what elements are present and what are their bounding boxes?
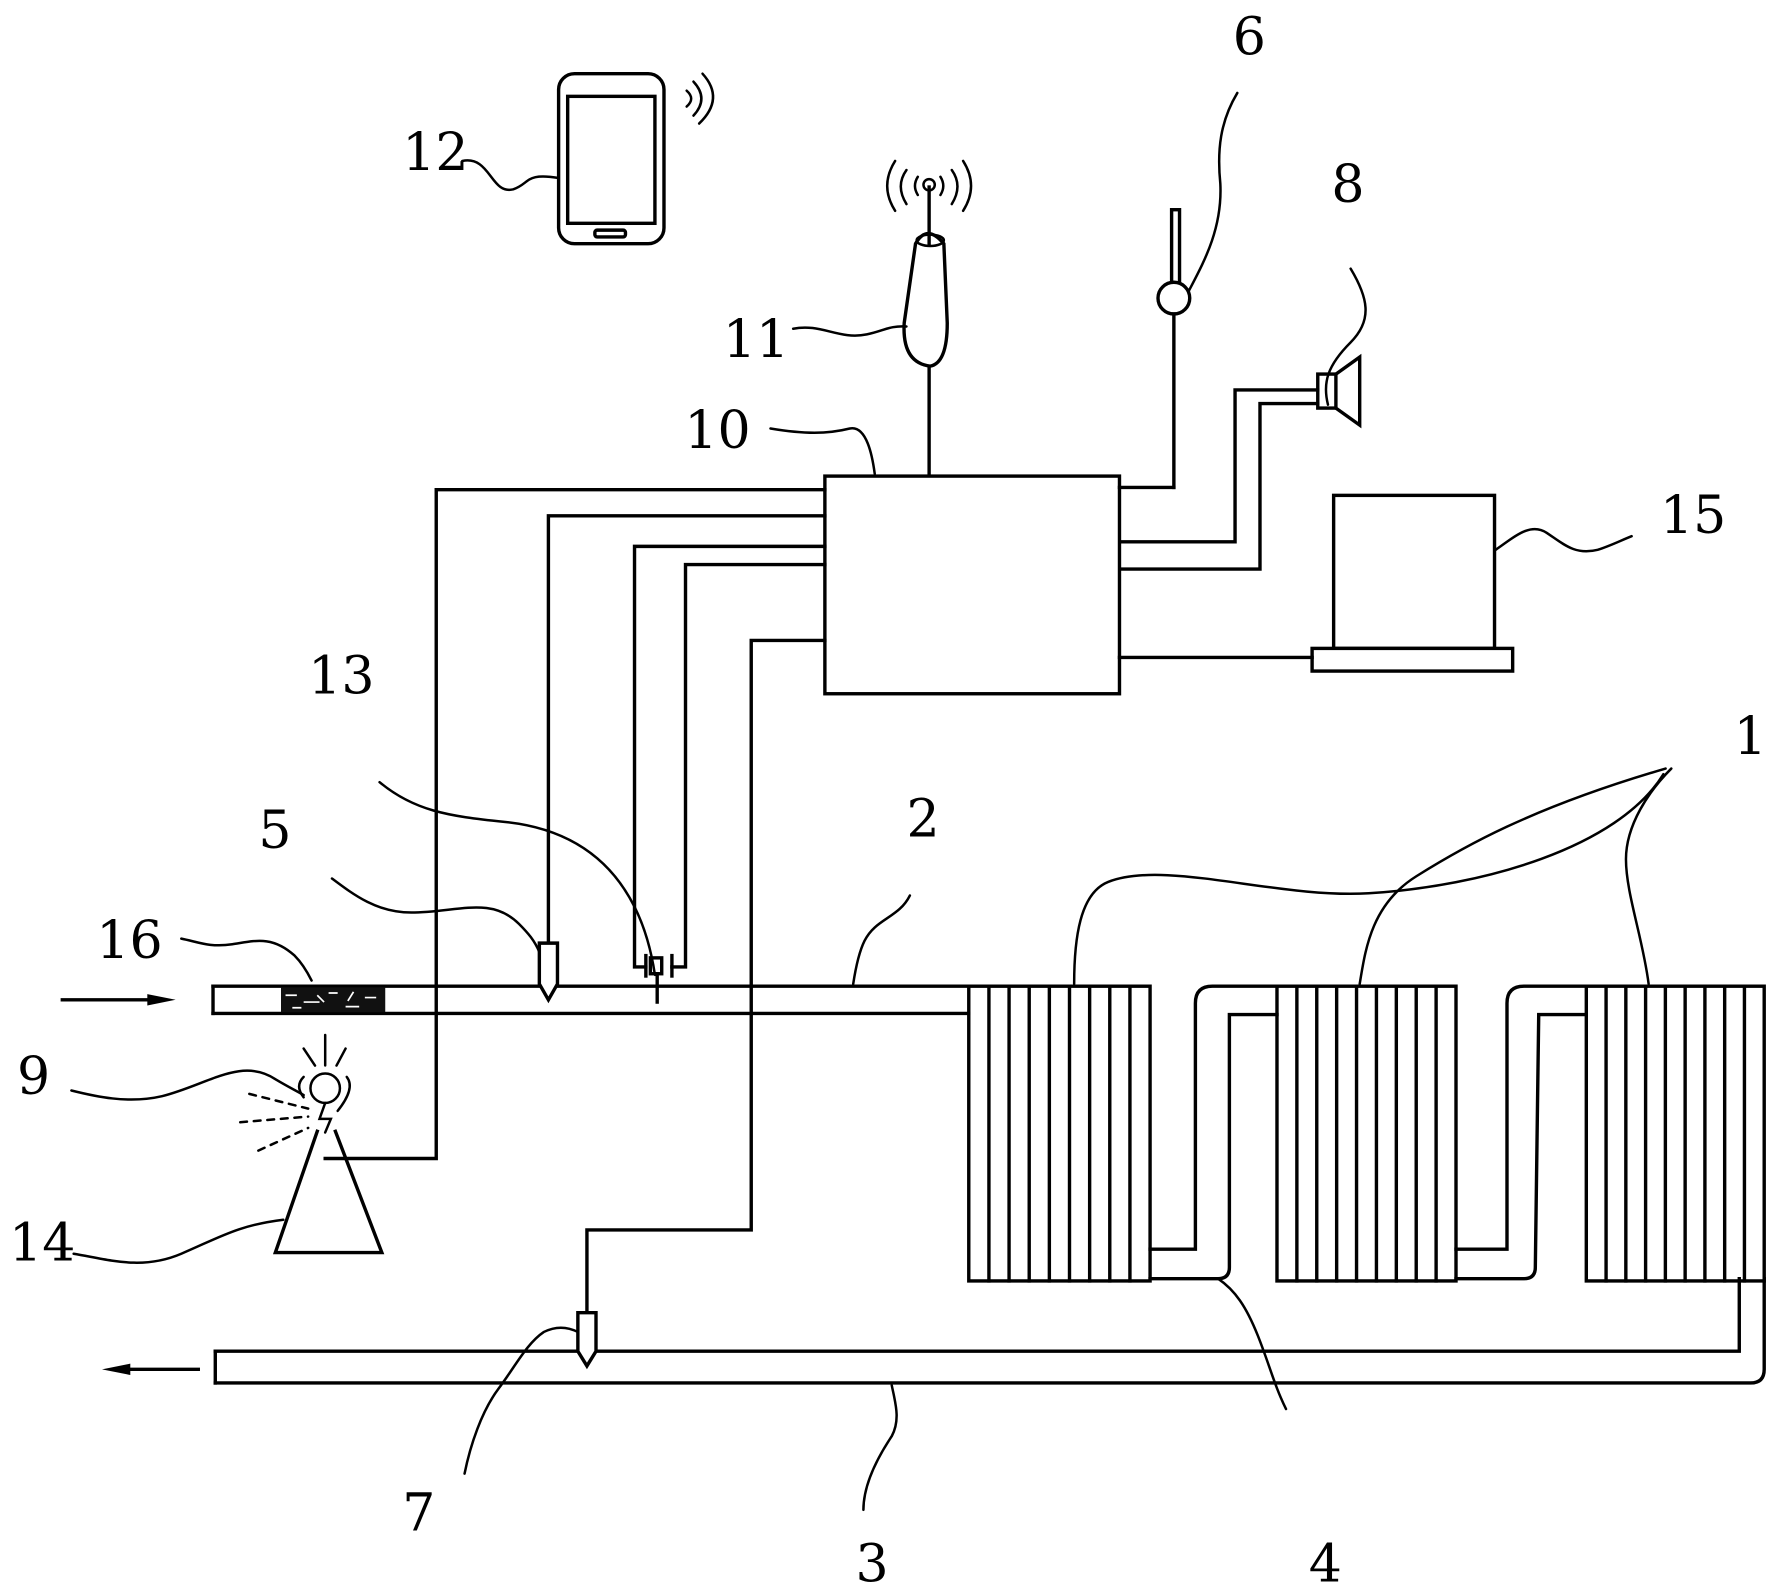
radiator-unit [1584,984,1766,1283]
outlet-sensor-icon [576,1310,598,1370]
label-13: 13 [308,647,374,707]
thermometer-icon [1156,208,1192,316]
leader-8 [1324,267,1367,406]
connecting-pipe-2a [1454,984,1589,1251]
label-7: 7 [402,1483,435,1543]
label-16: 16 [96,911,162,971]
leader-13 [378,780,657,977]
label-5: 5 [258,801,291,861]
leader-2 [851,894,912,986]
wireless-signal-icon [685,72,715,125]
mobile-phone-icon [556,71,666,246]
lamp-stand-icon [272,1129,385,1255]
speaker-icon [1316,353,1362,429]
connecting-pipe-1b [1148,1012,1279,1281]
leader-16 [180,937,313,982]
radiator-unit [1275,984,1458,1283]
radiator-unit [967,984,1152,1283]
label-6: 6 [1233,7,1266,67]
wire-to-valve-a [632,544,827,969]
leader-1b [1358,767,1667,986]
wire-to-valve-b [670,562,827,969]
wire-to-warning-light [323,488,827,1161]
warning-light-icon [238,1033,351,1152]
speaker-wire-1 [1120,388,1320,544]
label-8: 8 [1331,155,1364,215]
outlet-arrow-icon [101,1363,200,1376]
wire-to-inlet-sensor [546,514,827,945]
filter-icon [281,987,386,1013]
connecting-pipe-2b [1454,1012,1589,1281]
label-1: 1 [1734,707,1767,767]
label-9: 9 [17,1047,50,1107]
leader-6 [1187,91,1239,293]
inlet-sensor-icon [537,941,560,1004]
label-10: 10 [684,401,750,461]
connecting-pipe-1a [1148,984,1279,1251]
label-3: 3 [855,1534,888,1587]
label-2: 2 [906,790,939,850]
label-14: 14 [9,1214,75,1274]
antenna-icon [885,159,973,368]
leader-1a [1072,772,1665,986]
display-unit-icon [1310,493,1515,673]
label-11: 11 [723,310,789,370]
speaker-wire-2 [1120,401,1320,571]
inlet-arrow-icon [60,994,176,1006]
leader-12 [461,159,560,191]
leader-10 [769,427,876,476]
return-pipe [213,1276,1766,1385]
leader-9 [70,1069,305,1101]
wire-to-outlet-sensor [585,638,827,1315]
flow-valve-icon [644,953,674,1004]
label-4: 4 [1309,1534,1342,1587]
leader-7 [463,1326,580,1475]
leader-14 [72,1218,285,1264]
leader-1c [1624,767,1673,986]
leader-4 [1216,1277,1288,1411]
leader-11 [791,325,908,337]
inlet-pipe [211,984,971,1016]
leader-5 [330,877,541,954]
controller-box [823,474,1122,696]
leader-3 [862,1383,898,1512]
label-15: 15 [1660,486,1726,546]
leader-15 [1494,527,1633,553]
label-12: 12 [402,123,468,183]
radiator-units [967,984,1766,1283]
